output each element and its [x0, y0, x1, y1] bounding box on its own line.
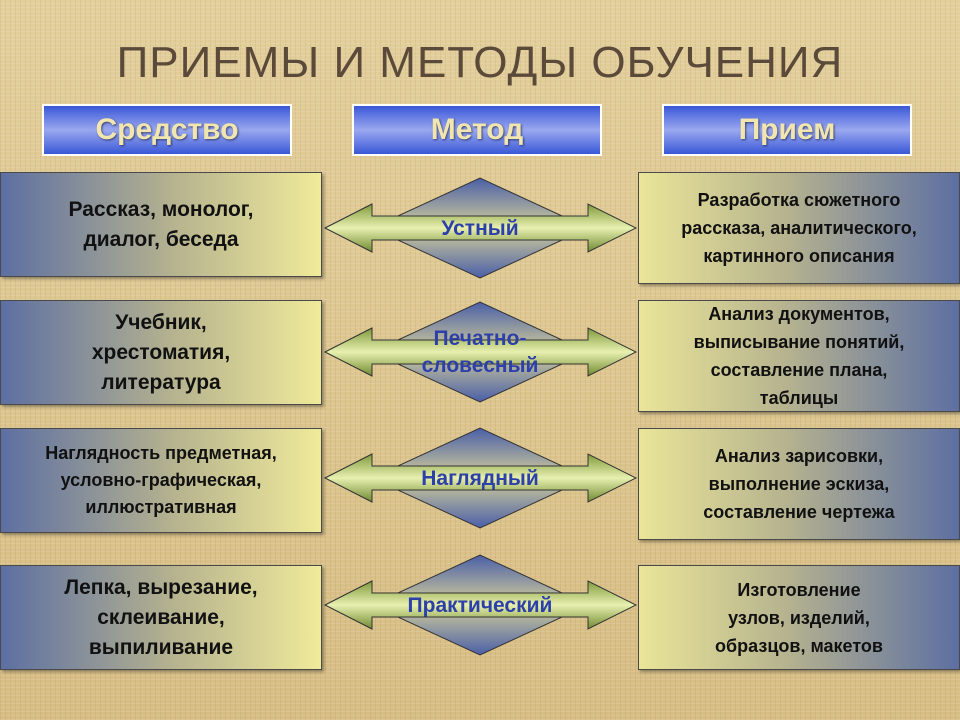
double-arrow-1 — [323, 203, 638, 253]
header-technique: Прием — [662, 104, 912, 156]
method-label-4: Практический — [407, 594, 553, 617]
connector-row-2 — [323, 301, 638, 403]
technique-text-2: Анализ документов, выписывание понятий, … — [693, 304, 905, 408]
page-title: ПРИЕМЫ И МЕТОДЫ ОБУЧЕНИЯ — [116, 38, 844, 87]
method-label-2: Печатно- словесный — [421, 327, 539, 377]
technique-text-4: Изготовление узлов, изделий, образцов, м… — [715, 579, 883, 656]
technique-box-3: Анализ зарисовки, выполнение эскиза, сос… — [638, 428, 960, 540]
means-text-3: Наглядность предметная, условно-графичес… — [45, 443, 277, 517]
connector-row-3 — [323, 427, 638, 529]
double-arrow-4 — [323, 580, 638, 630]
header-method: Метод — [352, 104, 602, 156]
means-box-4: Лепка, вырезание, склеивание, выпиливани… — [0, 565, 322, 670]
technique-box-1: Разработка сюжетного рассказа, аналитиче… — [638, 172, 960, 284]
means-box-2: Учебник, хрестоматия, литература — [0, 300, 322, 405]
means-text-1: Рассказ, монолог, диалог, беседа — [68, 197, 254, 251]
technique-text-1: Разработка сюжетного рассказа, аналитиче… — [681, 190, 917, 266]
double-arrow-3 — [323, 453, 638, 503]
connector-row-4 — [323, 554, 638, 656]
technique-box-4: Изготовление узлов, изделий, образцов, м… — [638, 565, 960, 670]
double-arrow-2 — [323, 327, 638, 377]
means-text-4: Лепка, вырезание, склеивание, выпиливани… — [64, 575, 258, 659]
means-box-3: Наглядность предметная, условно-графичес… — [0, 428, 322, 533]
means-text-2: Учебник, хрестоматия, литература — [91, 310, 231, 394]
connector-row-1 — [323, 177, 638, 279]
header-means: Средство — [42, 104, 292, 156]
method-label-3: Наглядный — [421, 467, 539, 490]
technique-box-2: Анализ документов, выписывание понятий, … — [638, 300, 960, 412]
technique-text-3: Анализ зарисовки, выполнение эскиза, сос… — [703, 446, 895, 522]
means-box-1: Рассказ, монолог, диалог, беседа — [0, 172, 322, 277]
method-label-1: Устный — [441, 217, 519, 240]
